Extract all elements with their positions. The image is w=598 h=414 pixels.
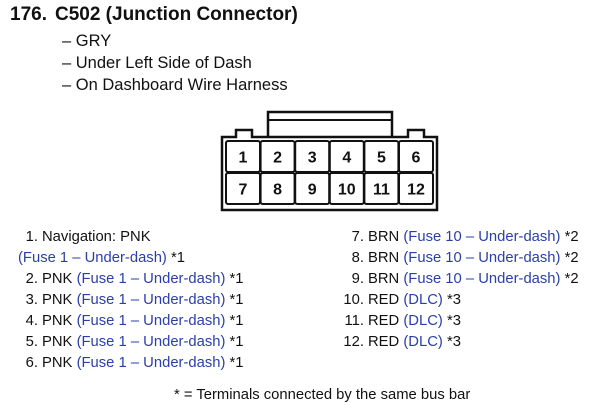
pin-cell-label: 4 [342, 150, 351, 167]
pin-cell-label: 8 [273, 182, 282, 199]
pin-circuit: (DLC) [403, 334, 443, 350]
pin-circuit: (DLC) [403, 292, 443, 308]
pin-number: 9. [351, 271, 364, 287]
pin-row-1-continued: (Fuse 1 – Under-dash) *1 [18, 248, 244, 269]
pin-row-1: 1.Navigation: PNK [18, 227, 244, 248]
connector-attributes: – GRY – Under Left Side of Dash – On Das… [62, 30, 288, 96]
pin-note: *2 [564, 229, 579, 245]
pin-circuit: (Fuse 1 – Under-dash) [76, 334, 226, 350]
pin-row-3: 3.PNK (Fuse 1 – Under-dash) *1 [18, 290, 244, 311]
pin-color: PNK [42, 334, 73, 350]
connector-latch [266, 110, 394, 137]
pin-circuit: (Fuse 10 – Under-dash) [403, 250, 561, 266]
pin-color: PNK [42, 292, 73, 308]
pin-row-4: 4.PNK (Fuse 1 – Under-dash) *1 [18, 311, 244, 332]
pin-number: 11. [344, 313, 364, 329]
pin-circuit: (Fuse 1 – Under-dash) [18, 250, 167, 266]
pin-color: RED [368, 292, 400, 308]
pin-note: *1 [170, 250, 185, 266]
page-title: 176. C502 (Junction Connector) [10, 4, 298, 26]
attribute-harness: – On Dashboard Wire Harness [62, 76, 288, 94]
pin-row-11: 11.RED (DLC) *3 [338, 311, 579, 332]
pin-cell-label: 3 [308, 150, 317, 167]
pin-cell-label: 12 [407, 182, 425, 199]
pin-circuit: (Fuse 10 – Under-dash) [403, 271, 561, 287]
pin-note: *3 [446, 313, 461, 329]
pin-number: 10. [343, 292, 364, 308]
pin-row-6: 6.PNK (Fuse 1 – Under-dash) *1 [18, 353, 244, 374]
section-number: 176. [10, 4, 47, 25]
pin-color: BRN [368, 250, 400, 266]
pin-note: *1 [229, 313, 244, 329]
pin-note: *1 [229, 292, 244, 308]
pin-color: BRN [368, 229, 400, 245]
pin-cell-label: 6 [412, 150, 421, 167]
pin-circuit: (Fuse 1 – Under-dash) [76, 355, 226, 371]
pin-color: PNK [42, 355, 73, 371]
pin-number: 8. [351, 250, 364, 266]
pin-cell-label: 1 [239, 150, 248, 167]
pin-color: PNK [42, 313, 73, 329]
pin-note: *2 [564, 271, 579, 287]
pin-color: PNK [42, 271, 73, 287]
pin-circuit: (DLC) [403, 313, 443, 329]
pin-cell-label: 2 [273, 150, 282, 167]
pin-number: 6. [25, 355, 38, 371]
pin-row-10: 10.RED (DLC) *3 [338, 290, 579, 311]
pin-number: 12. [343, 334, 364, 350]
pin-note: *1 [229, 334, 244, 350]
pin-cell [398, 172, 434, 205]
attribute-color: – GRY [62, 32, 112, 50]
pin-cell-label: 10 [338, 182, 356, 199]
pin-cell-label: 9 [308, 182, 317, 199]
pin-color: RED [368, 313, 400, 329]
pin-note: *1 [229, 355, 244, 371]
pin-color: Navigation: PNK [42, 229, 151, 245]
pin-row-7: 7.BRN (Fuse 10 – Under-dash) *2 [338, 227, 579, 248]
pin-circuit: (Fuse 1 – Under-dash) [76, 292, 226, 308]
pin-list-right: 7.BRN (Fuse 10 – Under-dash) *2 8.BRN (F… [338, 227, 579, 353]
pin-color: BRN [368, 271, 400, 287]
pin-number: 7. [351, 229, 364, 245]
pin-number: 4. [25, 313, 38, 329]
pin-circuit: (Fuse 1 – Under-dash) [76, 271, 226, 287]
pin-number: 5. [25, 334, 38, 350]
pin-number: 3. [25, 292, 38, 308]
pin-list-left: 1.Navigation: PNK (Fuse 1 – Under-dash) … [18, 227, 244, 374]
pin-circuit: (Fuse 10 – Under-dash) [403, 229, 561, 245]
pin-note: *1 [229, 271, 244, 287]
pin-circuit: (Fuse 1 – Under-dash) [76, 313, 226, 329]
pin-row-8: 8.BRN (Fuse 10 – Under-dash) *2 [338, 248, 579, 269]
pin-note: *3 [446, 292, 461, 308]
connector-title: C502 (Junction Connector) [54, 4, 298, 25]
pin-number: 1. [25, 229, 38, 245]
pin-number: 2. [25, 271, 38, 287]
pin-cell-label: 5 [377, 150, 386, 167]
pin-row-2: 2.PNK (Fuse 1 – Under-dash) *1 [18, 269, 244, 290]
pin-cell-label: 7 [239, 182, 248, 199]
footnote: * = Terminals connected by the same bus … [174, 387, 471, 403]
pin-row-12: 12.RED (DLC) *3 [338, 332, 579, 353]
pin-note: *3 [446, 334, 461, 350]
pin-color: RED [368, 334, 400, 350]
pin-row-9: 9.BRN (Fuse 10 – Under-dash) *2 [338, 269, 579, 290]
pin-row-5: 5.PNK (Fuse 1 – Under-dash) *1 [18, 332, 244, 353]
pin-cell-label: 11 [373, 182, 390, 199]
attribute-location: – Under Left Side of Dash [62, 54, 252, 72]
pin-note: *2 [564, 250, 579, 266]
